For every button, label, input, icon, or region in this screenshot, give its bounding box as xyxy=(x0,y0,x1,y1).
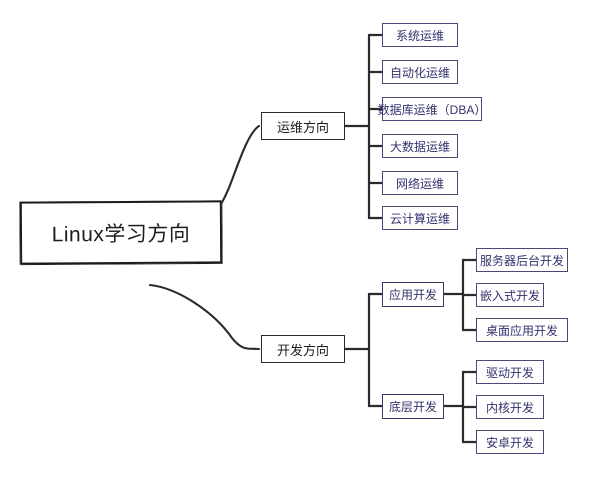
leaf-node-database-ops-label: 数据库运维（DBA） xyxy=(377,102,487,117)
leaf-node-network-ops-label: 网络运维 xyxy=(395,176,444,191)
leaf-node-embedded-dev-label: 嵌入式开发 xyxy=(479,288,540,303)
branch-node-dev-label: 开发方向 xyxy=(276,342,329,358)
leaf-node-server-backend-dev[interactable]: 服务器后台开发 xyxy=(476,248,568,272)
leaf-node-cloud-ops[interactable]: 云计算运维 xyxy=(382,206,458,230)
leaf-node-desktop-app-dev[interactable]: 桌面应用开发 xyxy=(476,318,568,342)
sub-node-lowlevel-dev[interactable]: 底层开发 xyxy=(382,394,444,419)
leaf-node-embedded-dev[interactable]: 嵌入式开发 xyxy=(476,283,544,307)
leaf-node-server-backend-dev-label: 服务器后台开发 xyxy=(479,253,564,268)
leaf-node-database-ops[interactable]: 数据库运维（DBA） xyxy=(378,97,486,121)
leaf-node-bigdata-ops[interactable]: 大数据运维 xyxy=(382,134,458,158)
leaf-node-network-ops[interactable]: 网络运维 xyxy=(382,171,458,195)
leaf-node-cloud-ops-label: 云计算运维 xyxy=(389,211,450,226)
leaf-node-android-dev[interactable]: 安卓开发 xyxy=(476,430,544,454)
branch-node-ops[interactable]: 运维方向 xyxy=(261,112,345,140)
sub-node-app-dev-label: 应用开发 xyxy=(388,288,437,302)
connector-root-to-dev xyxy=(148,283,261,351)
leaf-node-automation-ops[interactable]: 自动化运维 xyxy=(382,60,458,84)
sub-node-app-dev[interactable]: 应用开发 xyxy=(382,282,444,307)
leaf-node-driver-dev-label: 驱动开发 xyxy=(485,365,534,380)
leaf-node-system-ops[interactable]: 系统运维 xyxy=(382,23,458,47)
branch-node-dev[interactable]: 开发方向 xyxy=(261,335,345,363)
leaf-node-automation-ops-label: 自动化运维 xyxy=(389,65,450,80)
leaf-node-desktop-app-dev-label: 桌面应用开发 xyxy=(485,323,558,338)
root-node[interactable]: Linux学习方向 xyxy=(19,200,223,265)
leaf-node-kernel-dev-label: 内核开发 xyxy=(485,400,534,415)
leaf-node-kernel-dev[interactable]: 内核开发 xyxy=(476,395,544,419)
branch-node-ops-label: 运维方向 xyxy=(276,119,329,135)
leaf-node-driver-dev[interactable]: 驱动开发 xyxy=(476,360,544,384)
sub-node-lowlevel-dev-label: 底层开发 xyxy=(388,400,437,414)
leaf-node-android-dev-label: 安卓开发 xyxy=(485,435,534,450)
leaf-node-system-ops-label: 系统运维 xyxy=(395,28,444,43)
leaf-node-bigdata-ops-label: 大数据运维 xyxy=(389,139,450,154)
root-node-label: Linux学习方向 xyxy=(51,222,191,246)
